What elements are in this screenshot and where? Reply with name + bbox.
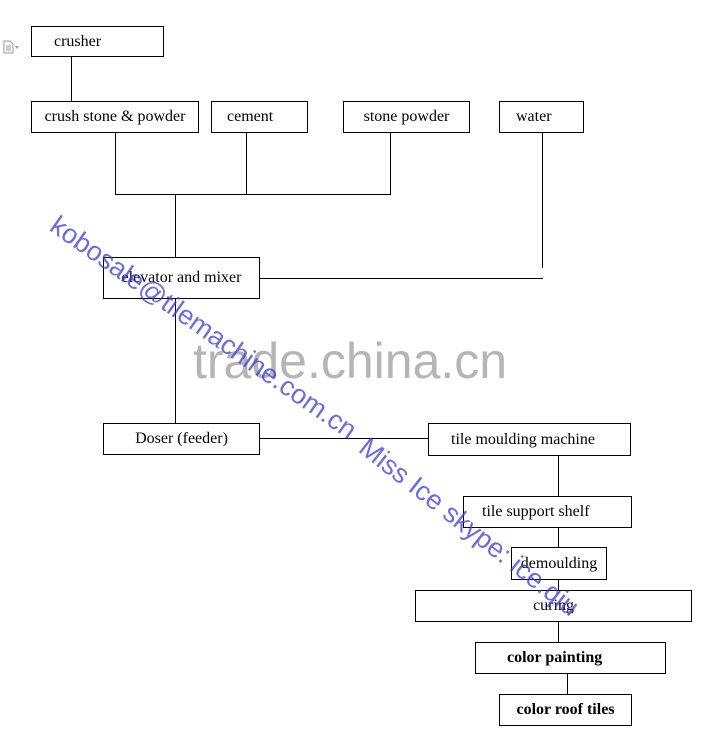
connector-mixer-doser <box>175 299 176 424</box>
node-stone-powder: stone powder <box>343 101 470 133</box>
node-demoulding: demoulding <box>511 547 607 580</box>
connector-moulding-support <box>558 455 559 497</box>
connector-stonepowder-down <box>390 132 391 195</box>
connector-crushstone-down <box>115 132 116 195</box>
node-color-roof-tiles: color roof tiles <box>499 694 632 726</box>
connector-demoulding-curing <box>558 579 559 591</box>
node-tile-moulding-machine: tile moulding machine <box>428 423 631 456</box>
connector-doser-moulding <box>259 438 429 439</box>
node-doser-feeder: Doser (feeder) <box>103 423 260 455</box>
node-color-painting: color painting <box>475 642 666 674</box>
document-icon[interactable] <box>2 40 20 54</box>
connector-crusher-crushstone <box>71 57 72 102</box>
node-curing: curing <box>415 590 692 622</box>
node-crush-stone-powder: crush stone & powder <box>31 101 199 133</box>
connector-water-mixer <box>259 278 543 279</box>
connector-water-down <box>542 132 543 268</box>
connector-materials-bus <box>115 194 391 195</box>
node-crusher: crusher <box>31 26 164 57</box>
connector-painting-rooftiles <box>567 673 568 696</box>
node-water: water <box>499 101 584 133</box>
connector-curing-painting <box>558 621 559 643</box>
watermark-trade-china: trade.china.cn <box>193 333 508 389</box>
watermark-email: kobosale@tilemachine.com.cn <box>44 210 363 445</box>
connector-support-demoulding <box>558 527 559 548</box>
connector-bus-mixer <box>175 194 176 258</box>
node-cement: cement <box>211 101 308 133</box>
node-tile-support-shelf: tile support shelf <box>463 496 632 528</box>
connector-cement-down <box>246 132 247 195</box>
node-elevator-mixer: elevator and mixer <box>103 257 260 299</box>
